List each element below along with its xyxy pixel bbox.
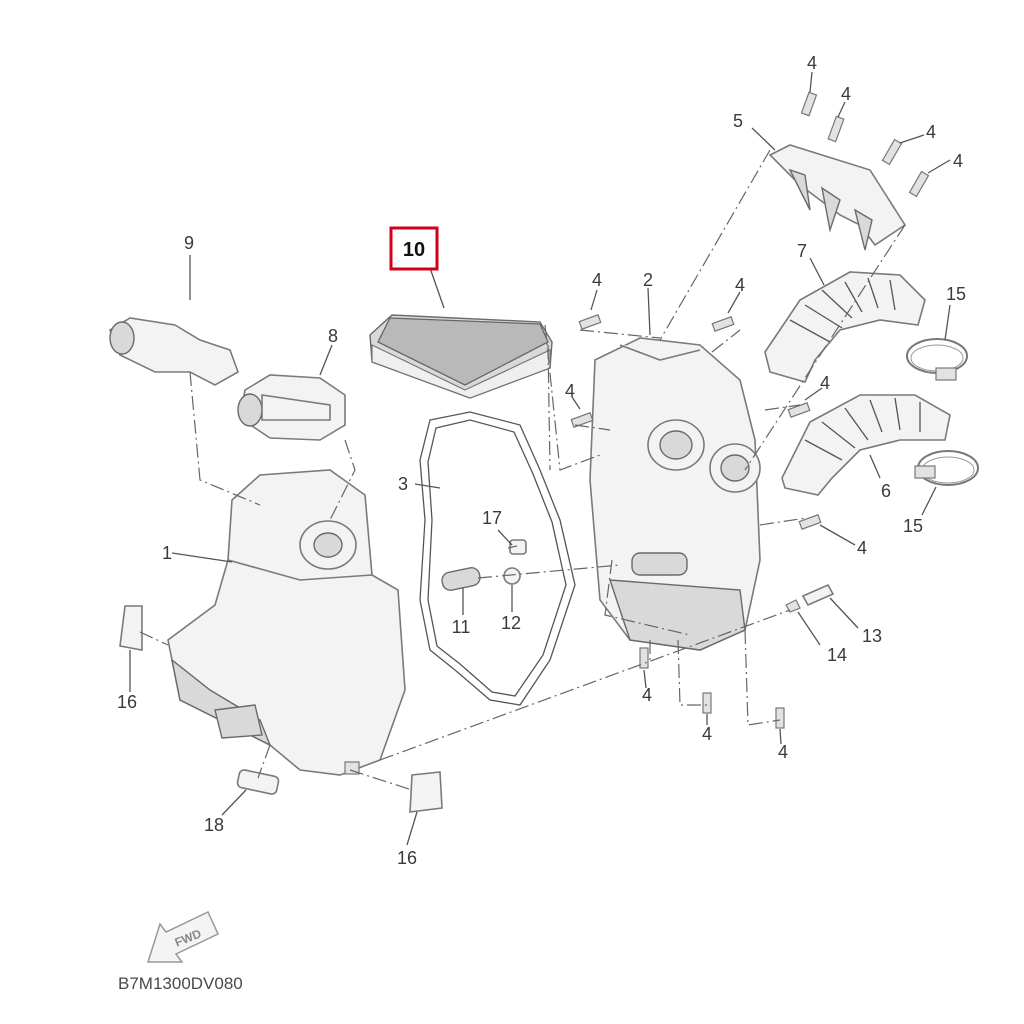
callout-12: 12 (501, 613, 521, 633)
collar-18 (236, 769, 280, 795)
clamp-15a-part (906, 338, 968, 381)
callout-10-highlighted: 10 (403, 239, 425, 261)
callout-13: 13 (862, 626, 882, 646)
callout-15a: 15 (946, 284, 966, 304)
intake-duct-6-part (781, 394, 951, 496)
callout-14: 14 (827, 645, 847, 665)
damper-16a (119, 605, 143, 651)
air-box-case-part (167, 469, 406, 776)
plug-11 (441, 567, 481, 591)
callout-3: 3 (398, 474, 408, 494)
callout-4a: 4 (807, 53, 817, 73)
callout-4i: 4 (857, 538, 867, 558)
fwd-arrow-icon: FWD (146, 910, 219, 963)
joint-8-part (237, 374, 346, 441)
callout-5: 5 (733, 111, 743, 131)
drawing-code: B7M1300DV080 (118, 974, 243, 993)
callout-16b: 16 (397, 848, 417, 868)
callout-4h: 4 (820, 373, 830, 393)
callout-4e: 4 (592, 270, 602, 290)
callout-11: 11 (452, 617, 471, 637)
callout-4l: 4 (778, 742, 788, 762)
callout-2: 2 (643, 270, 653, 290)
clamp-15b-part (914, 450, 979, 486)
cover-plate-part (768, 144, 907, 251)
callout-4b: 4 (841, 84, 851, 104)
callout-9: 9 (184, 233, 194, 253)
callout-7: 7 (797, 241, 807, 261)
air-filter-element-part (369, 314, 553, 399)
callout-labels: 1 2 3 4 4 4 4 4 4 4 4 4 4 4 4 5 6 7 8 9 … (117, 53, 966, 868)
air-box-upper-case-part (589, 337, 761, 651)
damper-16b (409, 771, 443, 813)
callout-17: 17 (482, 508, 502, 528)
intake-duct-7-part (764, 271, 926, 383)
damper-13 (801, 583, 835, 607)
callout-16a: 16 (117, 692, 137, 712)
callout-4j: 4 (642, 685, 652, 705)
callout-8: 8 (328, 326, 338, 346)
callout-4f: 4 (735, 275, 745, 295)
callout-1: 1 (162, 543, 172, 563)
highlight-box (389, 226, 439, 271)
callout-4k: 4 (702, 724, 712, 744)
callout-4g: 4 (565, 381, 575, 401)
joint-9-part (109, 317, 239, 386)
callout-4d: 4 (953, 151, 963, 171)
assembly-lines (139, 149, 906, 791)
nut-14 (785, 599, 801, 613)
callout-18: 18 (204, 815, 224, 835)
callout-15b: 15 (903, 516, 923, 536)
bolts (570, 91, 930, 729)
leader-lines (129, 71, 951, 846)
callout-4c: 4 (926, 122, 936, 142)
callout-6: 6 (881, 481, 891, 501)
gasket-part (419, 411, 576, 706)
